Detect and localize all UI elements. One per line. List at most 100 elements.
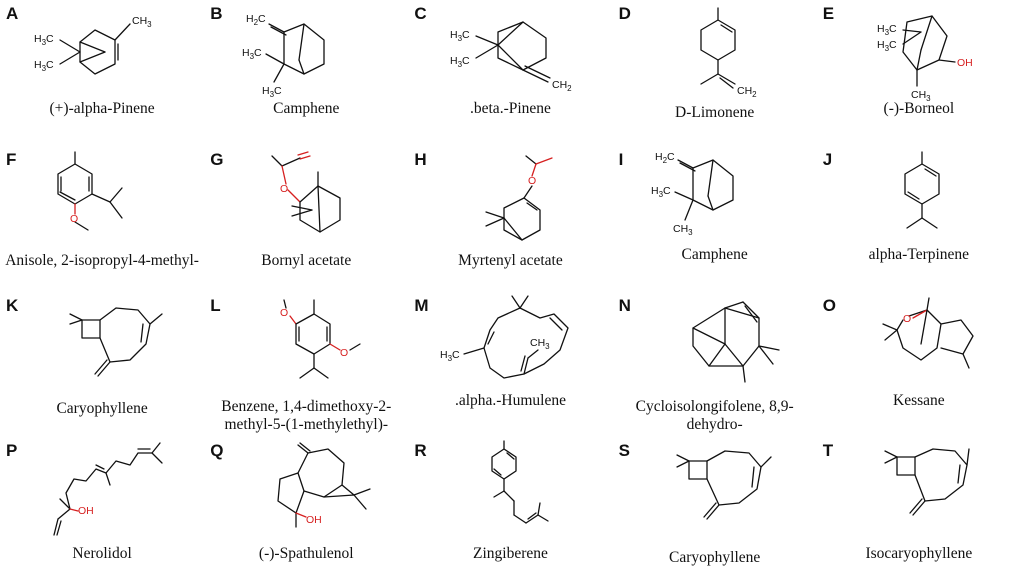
compound-cell-j: J alpha-Terpinene — [817, 146, 1021, 292]
svg-text:OH: OH — [78, 505, 94, 517]
compound-name: Anisole, 2-isopropyl-4-methyl- — [5, 251, 199, 269]
compound-cell-e: E H3C H3C CH3 OH (-)-Borneol — [817, 0, 1021, 146]
panel-letter: M — [414, 295, 429, 315]
svg-text:H3C: H3C — [450, 29, 470, 43]
panel-letter: T — [822, 441, 834, 461]
compound-name: Cycloisolongifolene, 8,9-dehydro- — [635, 397, 794, 433]
compound-cell-o: O O Kessane — [817, 292, 1021, 438]
compound-cell-m: M CH3 H3C .alpha.-Humulene — [408, 292, 612, 438]
compound-cell-k: K Caryophyllene — [0, 292, 204, 438]
compound-name: Bornyl acetate — [261, 251, 352, 269]
panel-letter: P — [6, 441, 18, 461]
structure-camphene: H2C H3C H3C — [242, 13, 325, 99]
compound-name: alpha-Terpinene — [868, 245, 970, 263]
structure-zingiberene — [491, 440, 550, 524]
structure-isocaryophyllene — [884, 448, 970, 516]
structure-bornyl-acetate: O — [271, 151, 341, 233]
compound-cell-h: H O Myrtenyl acetate — [408, 146, 612, 292]
structure-borneol: H3C H3C CH3 OH — [877, 15, 973, 103]
svg-text:O: O — [340, 347, 348, 359]
compound-cell-d: D CH2 D-Limonene — [613, 0, 817, 146]
compound-name: Camphene — [273, 100, 340, 117]
svg-text:H2C: H2C — [246, 13, 266, 27]
panel-letter: F — [6, 149, 17, 169]
compound-cell-r: R Zingiberene — [408, 437, 612, 583]
svg-text:H3C: H3C — [34, 33, 54, 47]
compound-cell-n: N Cycloisolongifolene, 8,9-dehydro- — [613, 292, 817, 438]
panel-letter: D — [618, 4, 631, 23]
svg-text:H3C: H3C — [651, 185, 671, 199]
panel-letter: Q — [210, 441, 224, 461]
structure-caryophyllene-2 — [675, 450, 772, 520]
svg-text:O: O — [903, 313, 911, 325]
structure-alpha-pinene: CH3 H3C H3C — [34, 15, 152, 75]
structure-cycloisolongifolene — [691, 300, 780, 383]
compound-cell-q: Q OH (-)-Spathulenol — [204, 437, 408, 583]
panel-letter: E — [822, 4, 835, 23]
structure-nerolidol: OH — [53, 442, 163, 536]
panel-letter: R — [414, 441, 427, 461]
compound-cell-l: L O O Benzene, 1,4-dimethoxy-2-methyl-5-… — [204, 292, 408, 438]
svg-text:CH2: CH2 — [737, 85, 757, 99]
compound-name: Caryophyllene — [56, 399, 148, 417]
compound-name: (-)-Borneol — [883, 100, 955, 117]
panel-letter: J — [822, 149, 833, 169]
compound-cell-a: A CH3 H3C H3C (+)-alpha-Pinene — [0, 0, 204, 146]
svg-text:H3C: H3C — [242, 47, 262, 61]
compound-name: .beta.-Pinene — [470, 100, 551, 117]
svg-text:OH: OH — [957, 57, 973, 69]
structure-myrtenyl-acetate: O — [485, 155, 554, 241]
compound-cell-b: B H2C H3C H3C Camphene — [204, 0, 408, 146]
compound-cell-t: T Isocaryophyllene — [817, 437, 1021, 583]
compound-name: Camphene — [681, 245, 748, 263]
panel-letter: O — [822, 295, 836, 315]
compound-name: Myrtenyl acetate — [458, 251, 563, 269]
panel-letter: C — [414, 4, 427, 23]
svg-text:H3C: H3C — [34, 59, 54, 73]
panel-letter: K — [6, 295, 19, 315]
compound-cell-c: C H3C H3C CH2 .beta.-Pinene — [408, 0, 612, 146]
compound-name: (-)-Spathulenol — [258, 545, 354, 563]
compound-cell-s: S Caryophyllene — [613, 437, 817, 583]
compound-name: Isocaryophyllene — [865, 545, 973, 563]
compound-cell-i: I H2C H3C CH3 Camphene — [613, 146, 817, 292]
compound-name: Benzene, 1,4-dimethoxy-2-methyl-5-(1-met… — [221, 397, 392, 433]
svg-text:CH3: CH3 — [132, 15, 152, 29]
svg-text:OH: OH — [306, 514, 322, 526]
svg-text:H3C: H3C — [440, 349, 460, 363]
svg-text:H3C: H3C — [877, 23, 897, 37]
svg-text:CH3: CH3 — [673, 223, 693, 237]
compound-name: (+)-alpha-Pinene — [49, 100, 155, 117]
svg-text:CH3: CH3 — [530, 337, 550, 351]
compound-cell-g: G O Bornyl acetate — [204, 146, 408, 292]
panel-letter: S — [618, 441, 630, 461]
structure-anisole-isopropyl-methyl: O — [57, 151, 123, 231]
compound-name: Nerolidol — [72, 545, 132, 563]
structure-camphene-2: H2C H3C CH3 — [651, 151, 734, 237]
structure-spathulenol: OH — [277, 442, 371, 528]
svg-text:O: O — [280, 183, 288, 195]
svg-text:CH2: CH2 — [552, 79, 572, 93]
svg-text:H3C: H3C — [877, 39, 897, 53]
panel-letter: L — [210, 295, 221, 315]
compound-name: Kessane — [893, 391, 945, 409]
compound-name: Caryophyllene — [669, 549, 761, 567]
compound-cell-f: F O Anisole, 2-isopropyl-4-methyl- — [0, 146, 204, 292]
panel-letter: B — [210, 4, 223, 23]
structure-dimethoxy-methyl-isopropyl-benzene: O O — [280, 298, 361, 379]
panel-letter: I — [618, 149, 624, 169]
compound-name: Zingiberene — [473, 545, 548, 563]
compound-cell-p: P OH Nerolidol — [0, 437, 204, 583]
svg-text:O: O — [70, 213, 78, 225]
structure-alpha-terpinene — [904, 151, 940, 229]
panel-letter: H — [414, 149, 427, 169]
panel-letter: N — [618, 295, 631, 315]
compound-name: D-Limonene — [675, 104, 755, 121]
panel-letter: G — [210, 149, 224, 169]
svg-text:O: O — [528, 175, 536, 187]
structure-alpha-humulene: CH3 H3C — [440, 294, 570, 379]
svg-text:H3C: H3C — [450, 55, 470, 69]
svg-text:H2C: H2C — [655, 151, 675, 165]
svg-text:CH3: CH3 — [911, 89, 931, 103]
panel-letter: A — [6, 4, 19, 23]
